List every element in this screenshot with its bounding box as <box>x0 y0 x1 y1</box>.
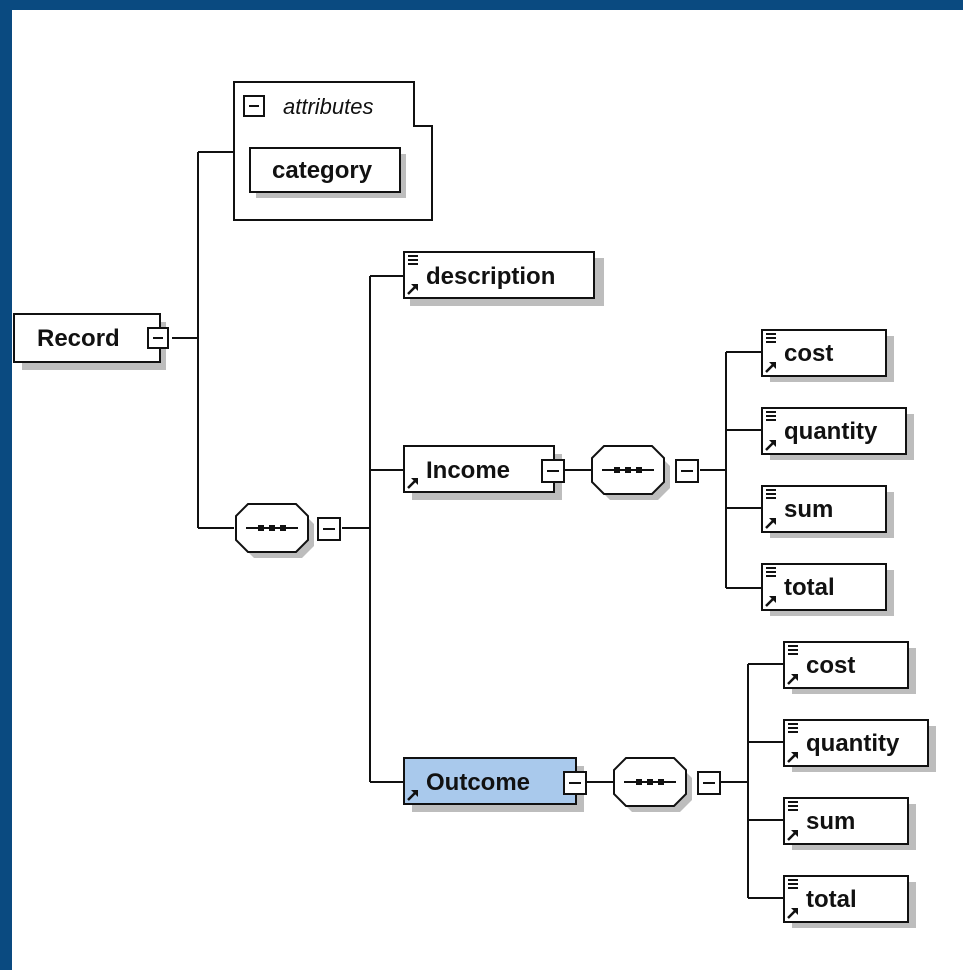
outcome-child-cost[interactable]: cost <box>783 641 916 694</box>
diagram-canvas: attributes category Record <box>12 10 963 970</box>
schema-diagram: attributes category Record <box>13 81 936 928</box>
outcome-child-total[interactable]: total <box>783 875 916 928</box>
sequence-icon <box>602 467 654 473</box>
element-income-label: Income <box>426 457 510 484</box>
income-child-sum[interactable]: sum <box>761 485 894 538</box>
outcome-child-sum-label: sum <box>806 808 855 835</box>
outcome-child-total-label: total <box>806 886 857 913</box>
income-child-quantity-label: quantity <box>784 418 878 445</box>
collapse-income-icon[interactable] <box>541 459 565 483</box>
sequence-icon <box>246 525 298 531</box>
income-child-sum-label: sum <box>784 496 833 523</box>
income-child-total-label: total <box>784 574 835 601</box>
attributes-title: attributes <box>283 94 374 119</box>
sequence-compositor-main[interactable] <box>235 503 314 558</box>
outcome-child-sum[interactable]: sum <box>783 797 916 850</box>
attribute-category[interactable]: category <box>249 147 406 198</box>
collapse-attributes-icon[interactable] <box>243 95 265 117</box>
collapse-sequence-income-icon[interactable] <box>675 459 699 483</box>
sequence-compositor-outcome[interactable] <box>613 757 692 812</box>
outcome-child-cost-label: cost <box>806 652 855 679</box>
attributes-group: attributes category <box>233 81 433 221</box>
collapse-outcome-icon[interactable] <box>563 771 587 795</box>
outcome-child-quantity[interactable]: quantity <box>783 719 936 772</box>
sequence-compositor-income[interactable] <box>591 445 670 500</box>
income-child-cost-label: cost <box>784 340 833 367</box>
sequence-icon <box>624 779 676 785</box>
collapse-sequence-main-icon[interactable] <box>317 517 341 541</box>
collapse-record-icon[interactable] <box>147 327 169 349</box>
element-income[interactable]: Income <box>403 445 562 500</box>
element-description[interactable]: description <box>403 251 604 306</box>
income-child-total[interactable]: total <box>761 563 894 616</box>
element-record[interactable]: Record <box>13 313 166 370</box>
attribute-category-label: category <box>272 157 373 184</box>
income-child-cost[interactable]: cost <box>761 329 894 382</box>
element-description-label: description <box>426 263 555 290</box>
income-child-quantity[interactable]: quantity <box>761 407 914 460</box>
outcome-child-quantity-label: quantity <box>806 730 900 757</box>
element-outcome[interactable]: Outcome <box>403 757 584 812</box>
collapse-sequence-outcome-icon[interactable] <box>697 771 721 795</box>
element-record-label: Record <box>37 325 120 352</box>
connector-lines <box>172 151 784 899</box>
element-outcome-label: Outcome <box>426 769 530 796</box>
